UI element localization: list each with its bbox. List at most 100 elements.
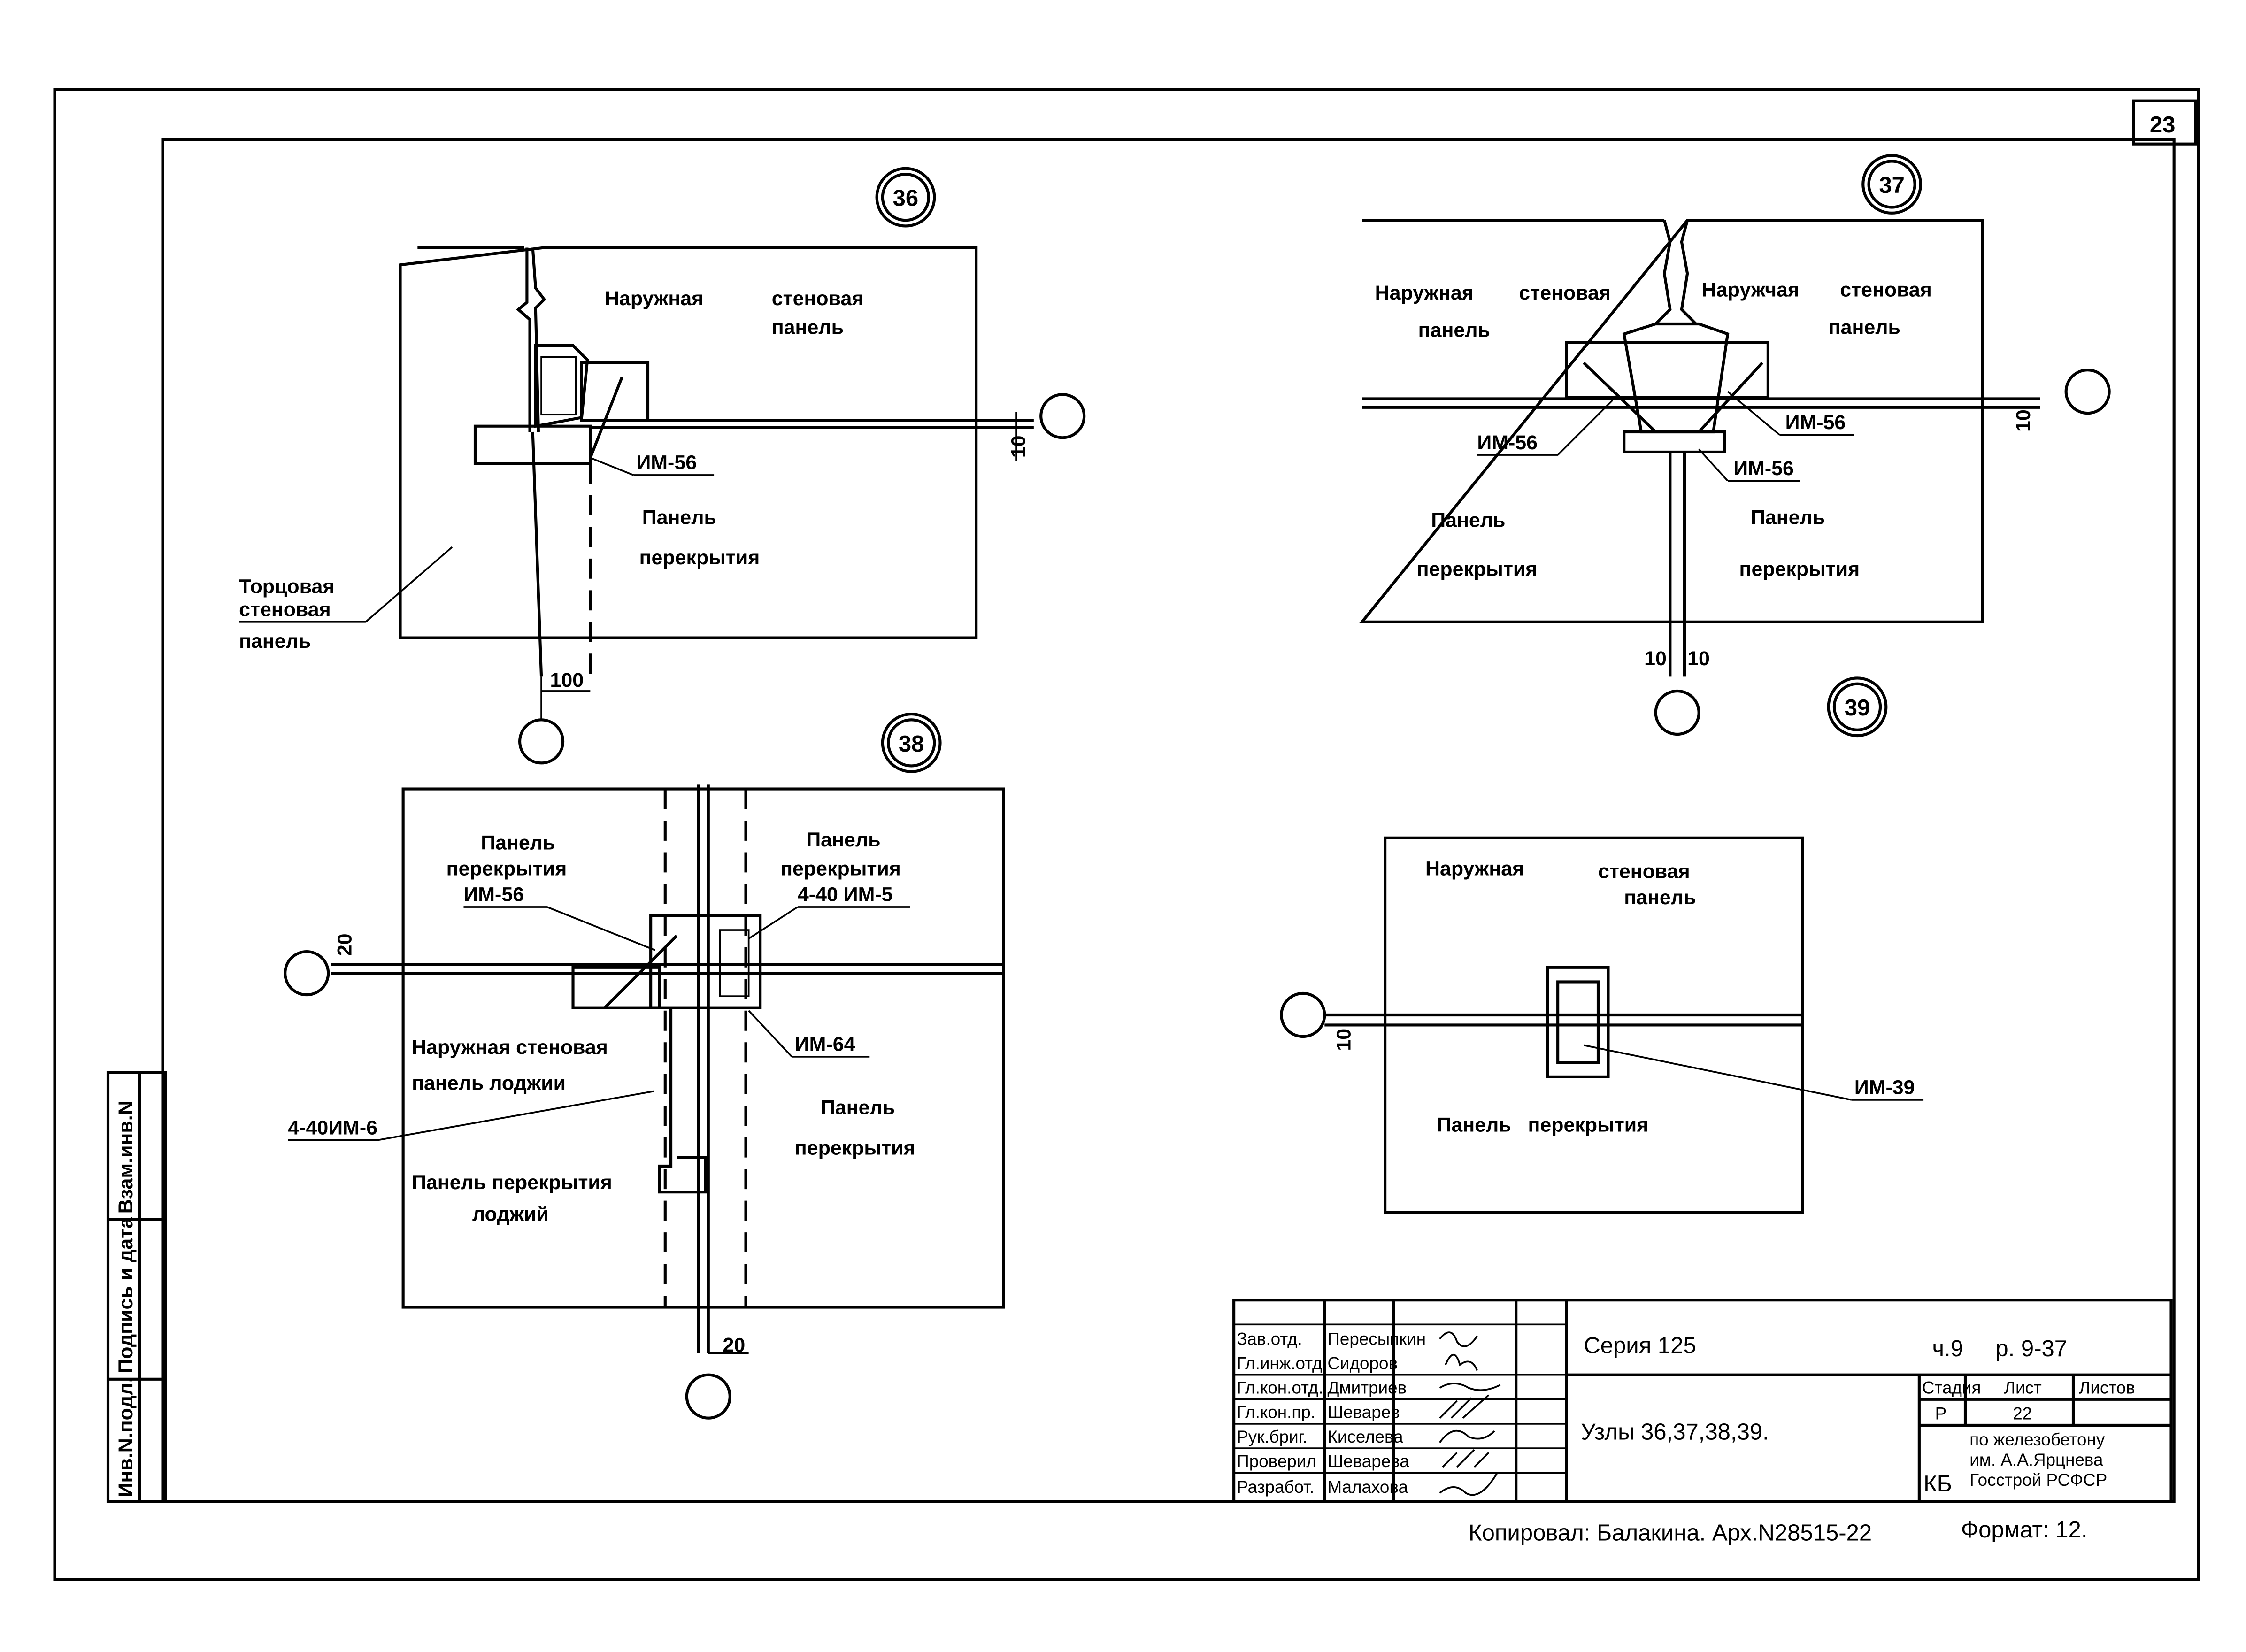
label: панель <box>772 316 844 338</box>
label: Панель перекрытия <box>412 1171 612 1194</box>
axis-marker <box>2064 369 2111 415</box>
role: Разработ. <box>1237 1477 1314 1497</box>
role: Зав.отд. <box>1237 1329 1302 1348</box>
label: стеновая <box>772 287 864 310</box>
label: Панель <box>481 831 555 854</box>
org-line: им. А.А.Ярцнева <box>1969 1450 2103 1469</box>
dimension: 10 <box>1644 647 1667 670</box>
dimension: 10 <box>1687 647 1710 670</box>
label: панель лоджии <box>412 1072 566 1094</box>
sheets-header: Листов <box>2079 1378 2135 1398</box>
detail-37-marker <box>1861 154 1923 215</box>
sheet-number: 23 <box>2150 112 2176 138</box>
label: Панель <box>1751 506 1825 529</box>
detail-37-number: 37 <box>1879 173 1905 198</box>
sheet: 22 <box>2013 1404 2032 1423</box>
label: стеновая <box>1519 282 1611 304</box>
name: Шеварев <box>1327 1403 1400 1422</box>
stamp-label: Инв.N.подл. <box>115 1377 137 1497</box>
title-block: Зав.отд. Пересыпкин Гл.инж.отд. Сидоров … <box>1232 1299 2173 1503</box>
label: Панель перекрытия <box>1437 1114 1649 1136</box>
sheet-number-box <box>2132 99 2197 146</box>
label: перекрытия <box>780 858 901 880</box>
axis-marker <box>284 950 330 997</box>
side-stamp: Инв.N.подл. Подпись и дата Взам.инв.N <box>106 1071 167 1503</box>
label: стеновая <box>239 599 331 621</box>
label: Панель <box>642 506 716 529</box>
role: Проверил <box>1237 1452 1316 1471</box>
label: перекрытия <box>639 546 760 569</box>
dimension: 20 <box>333 934 356 956</box>
org-line: по железобетону <box>1969 1430 2105 1449</box>
series: Серия 125 <box>1584 1333 1696 1359</box>
role: Гл.кон.отд. <box>1237 1378 1323 1398</box>
label: ИМ-56 <box>1733 457 1794 480</box>
detail-37: 37 Наружная стеновая панель Наружчая сте… <box>1359 154 2111 736</box>
dimension: 10 <box>1333 1029 1355 1051</box>
label: ИМ-39 <box>1854 1076 1915 1099</box>
detail-39: Наружная стеновая панель 10 Панель перек… <box>1280 836 1924 1214</box>
name: Дмитриев <box>1327 1378 1407 1398</box>
label: панель <box>1418 319 1490 342</box>
format: Формат: 12. <box>1961 1517 2088 1543</box>
label: Наружная <box>1425 858 1524 880</box>
detail-39-marker <box>1827 676 1888 738</box>
copied-by: Копировал: Балакина. Арх.N28515-22 <box>1469 1520 1872 1545</box>
label: панель <box>239 630 311 653</box>
name: Сидоров <box>1327 1353 1398 1373</box>
stage: Р <box>1935 1404 1947 1423</box>
name: Малахова <box>1327 1477 1408 1497</box>
name: Пересыпкин <box>1327 1329 1426 1348</box>
axis-marker <box>1654 689 1700 736</box>
detail-38: 38 Панель перекрытия ИМ-56 Панель перекр… <box>284 713 1005 1420</box>
label: ИМ-56 <box>636 452 697 474</box>
sheet-header: Лист <box>2004 1378 2042 1398</box>
label: Панель <box>806 829 880 851</box>
label: 4-40ИМ-6 <box>288 1117 377 1139</box>
label: панель <box>1829 316 1900 338</box>
detail-36-marker <box>875 167 936 228</box>
label: Панель <box>1431 509 1505 531</box>
label: Наружная стеновая <box>412 1036 608 1059</box>
role: Рук.бриг. <box>1237 1427 1308 1446</box>
label: перекрытия <box>446 858 567 880</box>
label: панель <box>1624 886 1696 909</box>
label: Наружная <box>605 287 703 310</box>
stage-header: Стадия <box>1922 1378 1981 1398</box>
label: перекрытия <box>1417 558 1538 581</box>
axis-marker <box>518 718 565 765</box>
label: стеновая <box>1598 861 1690 883</box>
label: Наружная <box>1375 282 1474 304</box>
outer-border <box>53 88 2200 1581</box>
detail-36: 36 Наружная стеновая панель ИМ-56 Панель… <box>239 167 1086 765</box>
label: ИМ-56 <box>1477 431 1538 454</box>
label: Наружчая <box>1702 279 1800 301</box>
label: лоджий <box>472 1203 549 1226</box>
detail-38-number: 38 <box>899 731 924 757</box>
label: ИМ-56 <box>463 884 524 906</box>
signature-rows: Зав.отд. Пересыпкин Гл.инж.отд. Сидоров … <box>1237 1329 1501 1497</box>
org-line: Госстрой РСФСР <box>1969 1470 2107 1490</box>
axis-marker <box>1280 991 1326 1038</box>
stamp-label: Подпись и дата <box>115 1217 137 1374</box>
role: Гл.инж.отд. <box>1237 1353 1327 1373</box>
label: ИМ-56 <box>1785 411 1846 434</box>
drawing-title: Узлы 36,37,38,39. <box>1581 1420 1769 1445</box>
role: Гл.кон.пр. <box>1237 1403 1315 1422</box>
dimension: 10 <box>2012 409 2035 432</box>
label: ИМ-64 <box>795 1033 855 1056</box>
part: ч.9 <box>1932 1336 1963 1361</box>
section: р. 9-37 <box>1995 1336 2067 1361</box>
axis-marker <box>1039 393 1086 439</box>
dimension: 100 <box>550 669 584 692</box>
inner-frame <box>161 138 2176 1503</box>
label: перекрытия <box>795 1137 915 1159</box>
label: Торцовая <box>239 575 334 598</box>
detail-38-marker <box>881 713 942 773</box>
detail-39-number: 39 <box>1845 695 1870 721</box>
name: Киселева <box>1327 1427 1403 1446</box>
axis-marker <box>685 1373 731 1420</box>
label: перекрытия <box>1739 558 1860 581</box>
stamp-label: Взам.инв.N <box>115 1100 137 1214</box>
